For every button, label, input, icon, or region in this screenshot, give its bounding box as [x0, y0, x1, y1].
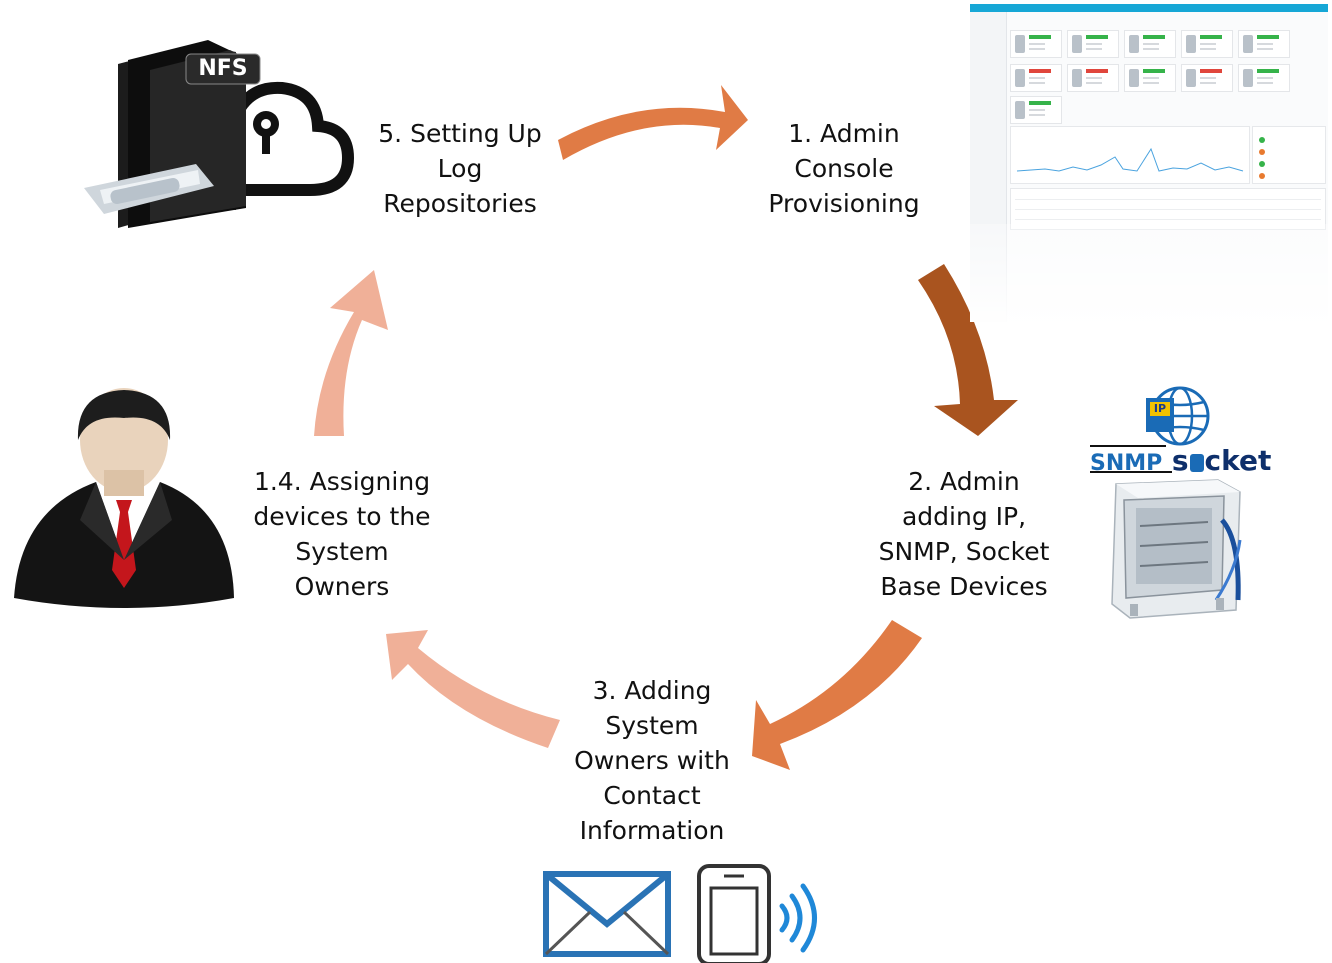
arrow-step3-to-step14	[386, 630, 560, 748]
device-tile	[1181, 30, 1233, 58]
device-tile	[1067, 64, 1119, 92]
dashboard-screenshot	[970, 4, 1328, 322]
device-tile	[1010, 30, 1062, 58]
step2-label: 2. Admin adding IP, SNMP, Socket Base De…	[878, 467, 1050, 601]
step14-label: 1.4. Assigning devices to the System Own…	[253, 467, 431, 601]
snmp-socket-device-icon	[1090, 386, 1242, 619]
device-tile	[1067, 30, 1119, 58]
events-table-panel	[1010, 188, 1326, 230]
ip-badge-label: IP	[1153, 402, 1167, 415]
step1-label: 1. Admin Console Provisioning	[768, 119, 920, 218]
dashboard-topbar	[970, 4, 1328, 12]
ip-badge: IP	[1150, 402, 1170, 416]
device-tile	[1238, 30, 1290, 58]
socket-rest-label: cket	[1204, 444, 1272, 477]
arrow-step14-to-step5	[314, 270, 388, 436]
device-tile	[1124, 30, 1176, 58]
email-icon	[543, 871, 671, 957]
device-tile	[1010, 64, 1062, 92]
arrow-step2-to-step3	[752, 620, 922, 770]
nfs-badge: NFS	[186, 54, 260, 84]
traffic-sparkline	[1016, 147, 1244, 172]
alerts-panel	[1252, 126, 1326, 184]
device-tile	[1124, 64, 1176, 92]
nfs-cloud-icon	[84, 40, 355, 228]
arrow-step5-to-step1	[558, 85, 748, 160]
traffic-chart-panel	[1010, 126, 1250, 184]
device-tile	[1181, 64, 1233, 92]
device-tile	[1238, 64, 1290, 92]
snmp-label: SNMP	[1090, 451, 1163, 476]
step5-label: 5. Setting Up Log Repositories	[378, 119, 542, 218]
socket-s-label: s	[1171, 444, 1189, 477]
step3-label: 3. Adding System Owners with Contact Inf…	[574, 676, 730, 845]
nfs-badge-label: NFS	[198, 56, 248, 81]
arrow-step1-to-step2	[918, 264, 1018, 436]
device-tile	[1010, 96, 1062, 124]
system-owner-avatar-icon	[14, 388, 234, 608]
mobile-phone-icon	[697, 864, 817, 963]
socket-o-icon	[1189, 454, 1204, 472]
